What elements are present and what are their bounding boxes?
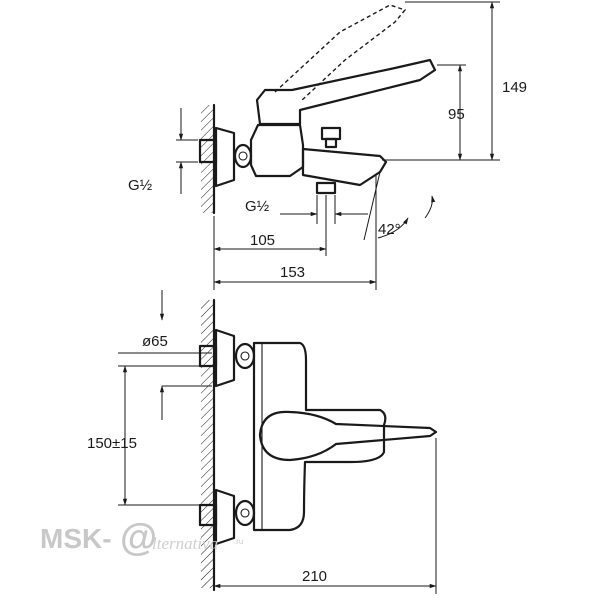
mixer-body-side bbox=[249, 123, 305, 178]
spout-side bbox=[301, 147, 388, 187]
dim-height-total: 149 bbox=[502, 79, 527, 96]
dim-angle-spout: 42° bbox=[378, 221, 401, 238]
watermark-tld: .ru bbox=[234, 537, 243, 546]
diverter-knob-side bbox=[320, 126, 342, 141]
watermark-brand: MSK- bbox=[40, 523, 112, 554]
mixer-body-front bbox=[252, 341, 387, 532]
front-view: ø65 150±15 210 bbox=[87, 290, 438, 594]
dim-depth-spout: 153 bbox=[280, 264, 305, 281]
lever-handle-front bbox=[258, 410, 438, 462]
dim-diameter-rosette: ø65 bbox=[142, 333, 168, 350]
watermark-at-sign: @ bbox=[120, 517, 157, 559]
dim-center-distance: 150±15 bbox=[87, 435, 137, 452]
rosette-side bbox=[214, 126, 236, 188]
lever-handle-side bbox=[255, 58, 437, 126]
wall-hatch-side bbox=[201, 105, 214, 213]
dim-depth-outlet: 105 bbox=[250, 232, 275, 249]
side-view: 149 95 G½ G½ 42° 105 153 bbox=[128, 1, 527, 290]
wall-hatch-front bbox=[201, 300, 214, 588]
lever-handle-raised bbox=[274, 4, 407, 103]
dim-thread-outlet: G½ bbox=[245, 198, 270, 215]
dim-width-total: 210 bbox=[302, 568, 327, 585]
dim-height-handle: 95 bbox=[448, 106, 465, 123]
watermark: MSK- @ lternativa .ru bbox=[40, 517, 243, 559]
outlet-side bbox=[315, 181, 337, 195]
dim-thread-wall: G½ bbox=[128, 177, 153, 194]
watermark-tail: lternativa bbox=[152, 534, 218, 553]
